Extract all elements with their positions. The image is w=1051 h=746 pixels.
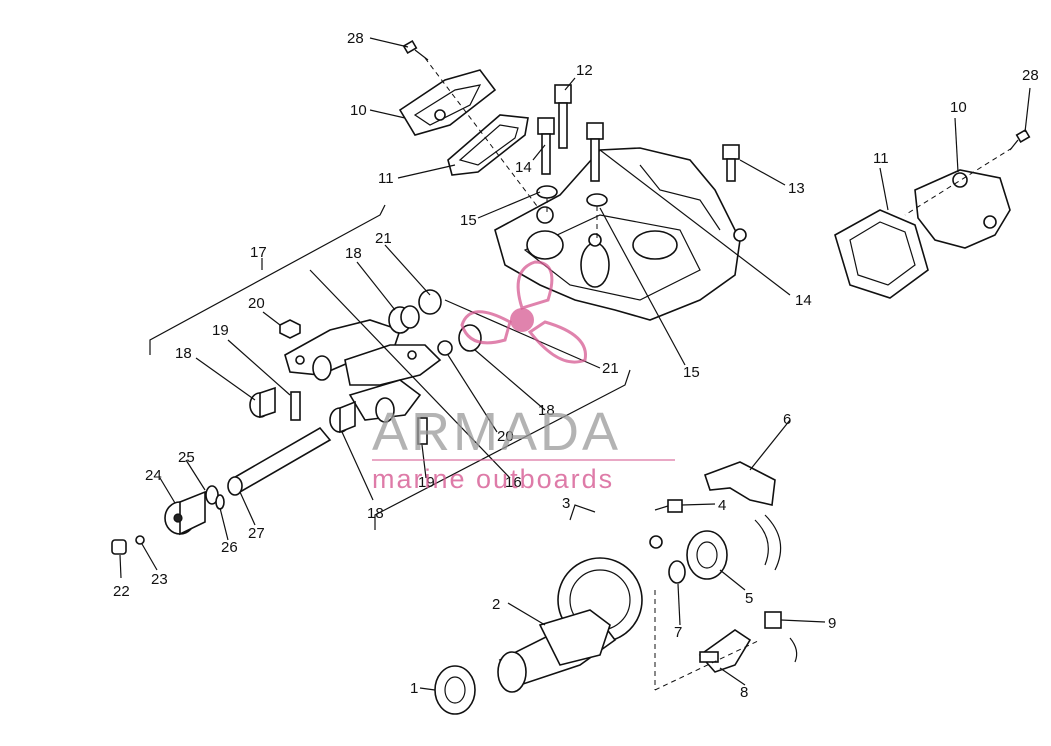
bushing-18a xyxy=(249,386,276,419)
washer-15-right xyxy=(586,193,608,207)
callout-15-right: 15 xyxy=(683,364,700,381)
callout-14-right: 14 xyxy=(795,292,812,309)
bolt-28-left xyxy=(402,39,429,61)
callout-18-top: 18 xyxy=(345,245,362,262)
callout-20-mid: 20 xyxy=(497,428,514,445)
callout-14-top: 14 xyxy=(515,159,532,176)
bolt-4 xyxy=(654,499,683,513)
callout-10-right: 10 xyxy=(950,99,967,116)
callout-21-right: 21 xyxy=(602,360,619,377)
callout-17: 17 xyxy=(250,244,267,261)
left-gasket xyxy=(447,114,529,176)
bearing-5 xyxy=(686,530,728,580)
bushing-18b xyxy=(388,305,420,334)
watermark-brand: ARMADA xyxy=(372,402,621,462)
callout-6: 6 xyxy=(783,411,791,428)
callout-20-top: 20 xyxy=(248,295,265,312)
spring-9 xyxy=(764,611,798,663)
right-cover xyxy=(914,169,1011,249)
cam-segment-6 xyxy=(703,461,782,571)
bolt-14-right xyxy=(586,122,604,182)
bearing-1 xyxy=(434,665,476,715)
callout-10-left: 10 xyxy=(350,102,367,119)
callout-18-mid: 18 xyxy=(538,402,555,419)
nut-20b xyxy=(437,340,453,356)
callout-18-left: 18 xyxy=(175,345,192,362)
callout-labels: 28 10 11 12 14 15 13 28 10 11 14 17 18 2… xyxy=(113,30,1039,701)
callout-23: 23 xyxy=(151,571,168,588)
callout-19-mid: 19 xyxy=(418,474,435,491)
screw-19b xyxy=(417,417,428,445)
bolt-28-right xyxy=(1009,128,1031,151)
armada-propeller-logo-icon xyxy=(460,260,587,364)
callout-3: 3 xyxy=(562,495,570,512)
parts-drawing xyxy=(111,39,1031,715)
camshaft-2 xyxy=(497,609,617,693)
bolt-14-left xyxy=(537,117,555,175)
callout-28-left: 28 xyxy=(347,30,364,47)
washer-7 xyxy=(668,560,686,584)
callout-27: 27 xyxy=(248,525,265,542)
callout-15-top: 15 xyxy=(460,212,477,229)
callout-18-bottom: 18 xyxy=(367,505,384,522)
armada-watermark: ARMADA marine outboards xyxy=(372,260,675,494)
washer-23 xyxy=(135,535,145,545)
cylinder-head-housing xyxy=(494,147,747,321)
pin-3 xyxy=(649,535,663,549)
callout-4: 4 xyxy=(718,497,726,514)
bolt-22 xyxy=(111,539,127,555)
callout-21-top: 21 xyxy=(375,230,392,247)
callout-24: 24 xyxy=(145,467,162,484)
rocker-arm-assembly xyxy=(284,319,442,423)
ring-26 xyxy=(215,494,225,510)
screw-19a xyxy=(290,391,301,421)
right-gasket xyxy=(834,209,929,299)
nut-20a xyxy=(279,319,301,339)
callout-8: 8 xyxy=(740,684,748,701)
callout-19-top: 19 xyxy=(212,322,229,339)
callout-11-right: 11 xyxy=(873,150,889,167)
callout-22: 22 xyxy=(113,583,130,600)
callout-13: 13 xyxy=(788,180,805,197)
lever-8 xyxy=(698,629,752,673)
callout-2: 2 xyxy=(492,596,500,613)
left-cover xyxy=(398,69,497,136)
bushing-18c xyxy=(329,400,356,434)
callout-9: 9 xyxy=(828,615,836,632)
bolt-13 xyxy=(722,144,740,182)
rocker-shaft xyxy=(227,426,332,496)
callout-11-left: 11 xyxy=(378,170,394,187)
callout-1: 1 xyxy=(410,680,418,697)
callout-16: 16 xyxy=(505,474,522,491)
callout-28-right: 28 xyxy=(1022,67,1039,84)
callout-26: 26 xyxy=(221,539,238,556)
callout-25: 25 xyxy=(178,449,195,466)
plug-24 xyxy=(164,490,206,536)
callout-5: 5 xyxy=(745,590,753,607)
bolt-12 xyxy=(554,84,572,149)
callout-7: 7 xyxy=(674,624,682,641)
watermark-tagline: marine outboards xyxy=(372,464,614,494)
callout-12: 12 xyxy=(576,62,593,79)
bushing-21a xyxy=(418,289,442,315)
leader-lines xyxy=(119,37,1031,691)
